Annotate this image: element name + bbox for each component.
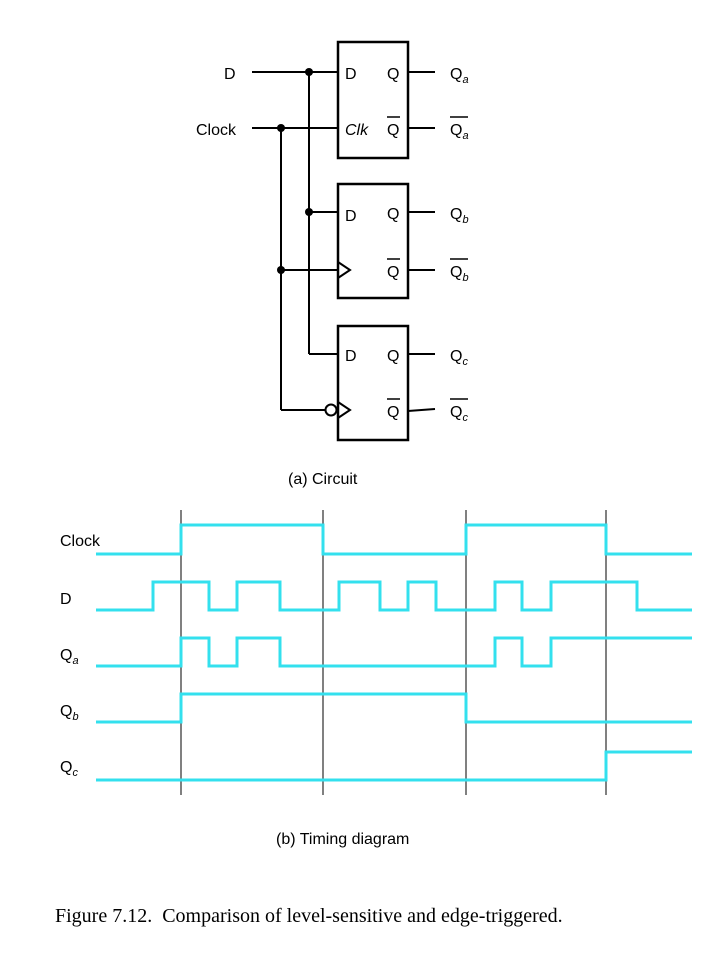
flipflop-c: D Q Q xyxy=(324,324,436,442)
output-qb: Qb xyxy=(450,206,469,226)
latch-a-d-pin: D xyxy=(345,66,357,83)
timing-diagram: Clock D Qa Qb Qc (b) Timing diagram xyxy=(60,510,692,848)
signal-label-qb: Qb xyxy=(60,703,79,723)
d-net xyxy=(252,68,338,355)
waveform-qc xyxy=(96,750,692,782)
clock-edge-triangle xyxy=(337,401,352,419)
input-clock-label: Clock xyxy=(196,122,237,139)
circuit: D Clock D Q Clk Q xyxy=(196,40,469,488)
output-qa: Qa xyxy=(450,66,469,86)
signal-label-d: D xyxy=(60,591,72,608)
waveform-clock xyxy=(96,523,692,556)
flipflop-b: D Q Q xyxy=(336,182,435,300)
circuit-caption: (a) Circuit xyxy=(288,471,358,488)
signal-label-qa: Qa xyxy=(60,647,79,667)
figure-caption: Figure 7.12. Comparison of level-sensiti… xyxy=(55,905,563,927)
output-qb-bar: Qb xyxy=(450,264,469,284)
output-labels: Qa Qa Qb Qb Qc Qc xyxy=(450,66,469,424)
ff-b-d-pin: D xyxy=(345,208,357,225)
latch-a-q-pin: Q xyxy=(387,66,399,83)
waveform-d xyxy=(96,580,692,612)
waveform-qa xyxy=(96,636,692,668)
ff-c-d-pin: D xyxy=(345,348,357,365)
latch-a-qbar-pin: Q xyxy=(387,122,399,139)
latch-a: D Q Clk Q xyxy=(336,40,435,160)
ff-b-qbar-pin: Q xyxy=(387,264,399,281)
timing-caption: (b) Timing diagram xyxy=(276,831,409,848)
ff-b-q-pin: Q xyxy=(387,206,399,223)
latch-a-clk-pin: Clk xyxy=(345,122,369,139)
d-junction-dot xyxy=(305,208,313,216)
output-qc: Qc xyxy=(450,348,468,368)
clock-junction-dot xyxy=(277,266,285,274)
clock-junction-dot xyxy=(277,124,285,132)
signal-label-qc: Qc xyxy=(60,759,78,779)
clock-net xyxy=(252,124,338,411)
clock-edge-triangle xyxy=(337,261,352,279)
input-d-label: D xyxy=(224,66,236,83)
ff-c-qbar-pin: Q xyxy=(387,404,399,421)
signal-label-clock: Clock xyxy=(60,533,101,550)
ff-c-q-pin: Q xyxy=(387,348,399,365)
inversion-bubble xyxy=(324,403,338,417)
output-qa-bar: Qa xyxy=(450,122,469,142)
d-junction-dot xyxy=(305,68,313,76)
waveform-qb xyxy=(96,692,692,724)
output-qc-bar: Qc xyxy=(450,404,468,424)
